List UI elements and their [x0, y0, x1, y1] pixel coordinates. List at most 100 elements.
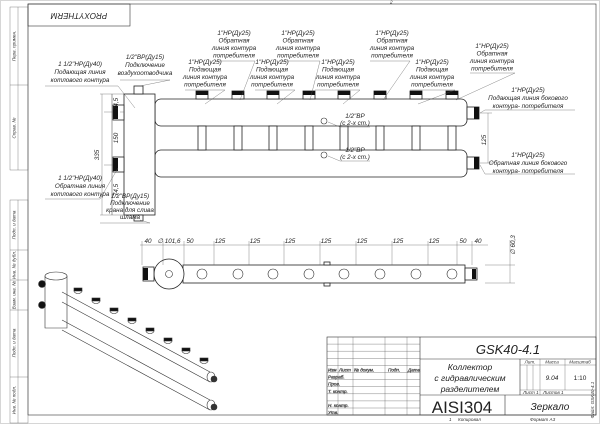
port-icon [320, 117, 328, 125]
port-label: 1/2"ВР [345, 113, 365, 120]
dim-between: 150 [113, 132, 120, 143]
iso-nozzle-thread [199, 357, 209, 362]
boiler-supply-label: 1 1/2"НР(Ду40) [58, 61, 102, 68]
consumer-supply-label: 1"НР(Ду25) [321, 59, 354, 66]
sheet-number: Лист 1 [522, 390, 539, 395]
consumer-supply-label: потребителя [184, 81, 226, 89]
port-icon [320, 151, 328, 159]
callouts: 1 1/2"НР(Ду40) Подающая линия котлового … [51, 30, 569, 221]
format-label: Формат А3 [530, 417, 556, 422]
dim-label: 40 [144, 238, 152, 245]
consumer-supply-label: Подающая [322, 66, 355, 74]
consumer-return-label: потребителя [213, 52, 255, 60]
vent-label: 1/2"ВР(Ду15) [126, 54, 164, 61]
side-return-label: 1"НР(Ду25) [511, 152, 544, 159]
mass-label: Масса [545, 360, 559, 365]
brand-name: PROXYTHERM [50, 11, 107, 20]
drain-label: шлама [120, 214, 141, 221]
drain-label: Подключение [110, 199, 150, 207]
pipe-web [304, 125, 314, 151]
front-view [112, 85, 480, 222]
consumer-return-label: 1"НР(Ду25) [475, 43, 508, 50]
drain-label: 1/2"ВР(Ду15) [111, 193, 149, 200]
consumer-nozzle-top [374, 268, 386, 280]
strip-label: Перв. примен. [12, 31, 17, 62]
return-pipe [154, 149, 468, 178]
separator-top [153, 258, 185, 290]
strip-label: Инв. № подл. [12, 386, 17, 415]
footer-number: 1 [449, 417, 452, 422]
consumer-return-label: Обратная [376, 37, 408, 45]
nozzle-thread [232, 91, 244, 95]
sheet-count: Листов 1 [542, 390, 564, 395]
nozzle-thread [267, 91, 279, 95]
consumer-return-label: линия контура [211, 45, 257, 52]
pipe-web [411, 125, 421, 151]
title-column-label: Лист [338, 368, 351, 373]
consumer-supply-label: потребителя [251, 81, 293, 89]
drawing-name-line: Коллектор [448, 362, 493, 372]
pipe-web [197, 125, 207, 151]
consumer-nozzle-top [232, 268, 244, 280]
vent-label: Подключение [125, 61, 165, 69]
pipe-web [447, 125, 457, 151]
title-row-label: Разраб. [328, 375, 345, 380]
strip-label: Инв. № дубл. [12, 251, 17, 279]
consumer-supply-label: 1"НР(Ду25) [255, 59, 288, 66]
drawing-name-line: с гидравлическим [434, 373, 505, 383]
consumer-nozzle-top [338, 268, 350, 280]
consumer-supply-label: Подающая [189, 66, 222, 74]
title-row-label: Н. контр. [328, 403, 349, 408]
consumer-nozzle-top [410, 268, 422, 280]
pipe-web [268, 125, 278, 151]
scale-value: 1:10 [574, 375, 587, 382]
boiler-supply-label: котлового контура [51, 77, 110, 84]
drain-label: крана для слива [106, 206, 154, 214]
dim-label: 50 [459, 238, 467, 245]
side-strip: Перв. примен. Справ. № Подп. и дата Инв.… [9, 6, 29, 424]
iso-nozzle-thread [145, 327, 155, 332]
title-row-label: Т. контр. [328, 389, 348, 394]
iso-nozzle-thread [127, 317, 137, 322]
consumer-supply-label: Подающая [256, 66, 289, 74]
consumer-supply-label: Подающая [416, 66, 449, 74]
strip-label: Подп. и дата [12, 210, 17, 239]
port-label: (с 2-х ст.) [340, 120, 370, 127]
dim-label: ∅ 101,6 [158, 238, 181, 245]
copied-label: Копировал [458, 417, 481, 422]
boiler-supply-nozzle [112, 104, 125, 121]
dim-label: 125 [215, 238, 226, 245]
nozzle-thread [410, 91, 422, 95]
side-supply-label: контура- потребителя [493, 102, 564, 110]
dim-label: 125 [393, 238, 404, 245]
drain-fitting [133, 214, 144, 222]
dim-pipe-diameter: ∅ 60,3 [510, 235, 517, 255]
iso-nozzle-thread [181, 347, 191, 352]
dim-height: 335 [94, 149, 101, 160]
nozzle-thread [196, 91, 208, 95]
title-row-label: Пров. [328, 382, 340, 387]
boiler-return-nozzle [112, 156, 125, 173]
consumer-return-label: потребителя [277, 52, 319, 60]
strip-label: Подп. и дата [12, 328, 17, 357]
side-supply-label: Подающая линия бокового [488, 94, 568, 102]
port-label: 1/2"ВР [345, 147, 365, 154]
consumer-supply-label: потребителя [411, 81, 453, 89]
dim-label: 50 [186, 238, 194, 245]
dim-pipe-spacing: 125 [481, 134, 488, 145]
iso-nozzle-thread [163, 337, 173, 342]
mass-value: 9.04 [546, 375, 559, 382]
pipe-web [375, 125, 385, 151]
consumer-supply-label: потребителя [317, 81, 359, 89]
side-return-nozzle [466, 156, 480, 170]
title-column-label: Подп. [388, 368, 400, 373]
pipe-web [233, 125, 243, 151]
consumer-return-label: потребителя [471, 65, 513, 73]
nozzle-thread [338, 91, 350, 95]
strip-label: Взам. инв. № [12, 281, 17, 309]
title-column-label: № докум. [354, 368, 374, 373]
consumer-nozzle-top [303, 268, 315, 280]
